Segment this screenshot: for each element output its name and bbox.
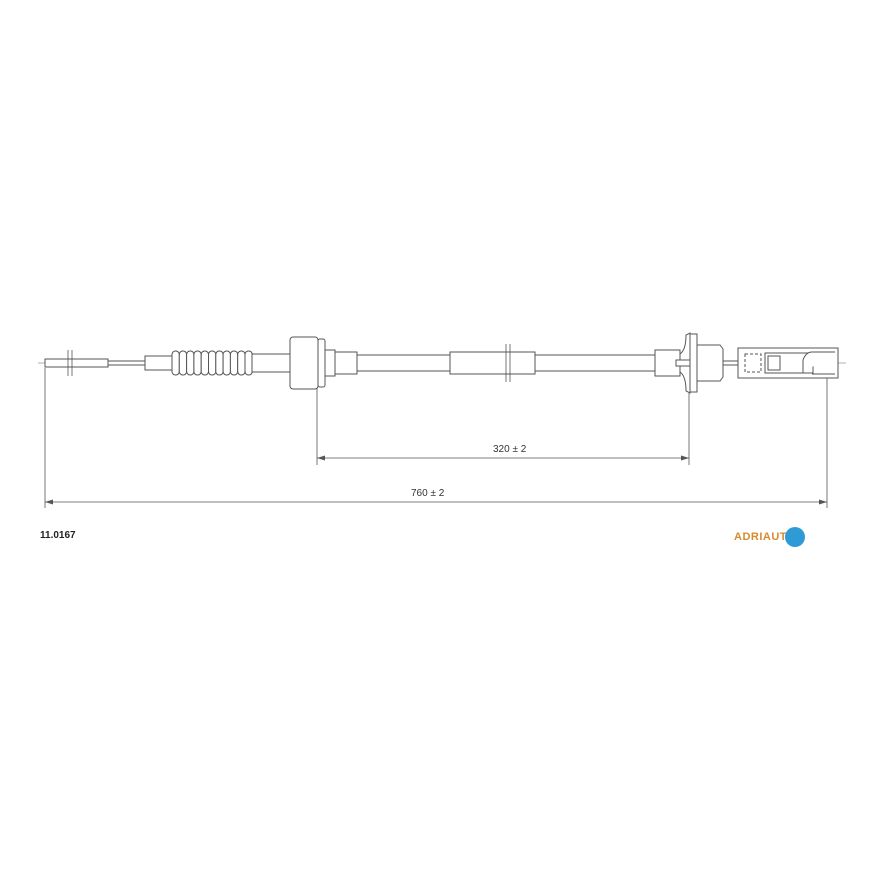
part-number: 11.0167 (40, 530, 76, 541)
bellows-fold (178, 350, 188, 376)
dimension-label-overall: 760 ± 2 (411, 488, 445, 499)
bellows-fold (215, 350, 224, 376)
bellows-fold (200, 350, 209, 376)
dimension-760 (45, 499, 827, 505)
dimension-label-inner: 320 ± 2 (493, 444, 527, 455)
bellows-fold (193, 350, 202, 376)
extension-lines (44, 368, 828, 508)
bellows-fold (244, 350, 253, 376)
bellows-fold (208, 350, 217, 376)
bellows-fold (186, 350, 195, 376)
right-clevis (722, 347, 839, 379)
left-collar (289, 336, 358, 390)
bellows-fold (237, 350, 246, 376)
bellows-fold (171, 350, 180, 376)
bellows-fold (229, 350, 239, 376)
brand-logo: ADRIAUT (734, 527, 805, 547)
brand-name: ADRIAUT (734, 531, 787, 543)
cable-sheath (356, 344, 658, 382)
bellows-fold (222, 350, 231, 376)
brand-logo-circle-icon (785, 527, 805, 547)
dimension-320 (317, 455, 689, 461)
bellows-boot (144, 350, 293, 376)
right-fitting (654, 332, 724, 394)
left-end-rod (44, 350, 146, 376)
